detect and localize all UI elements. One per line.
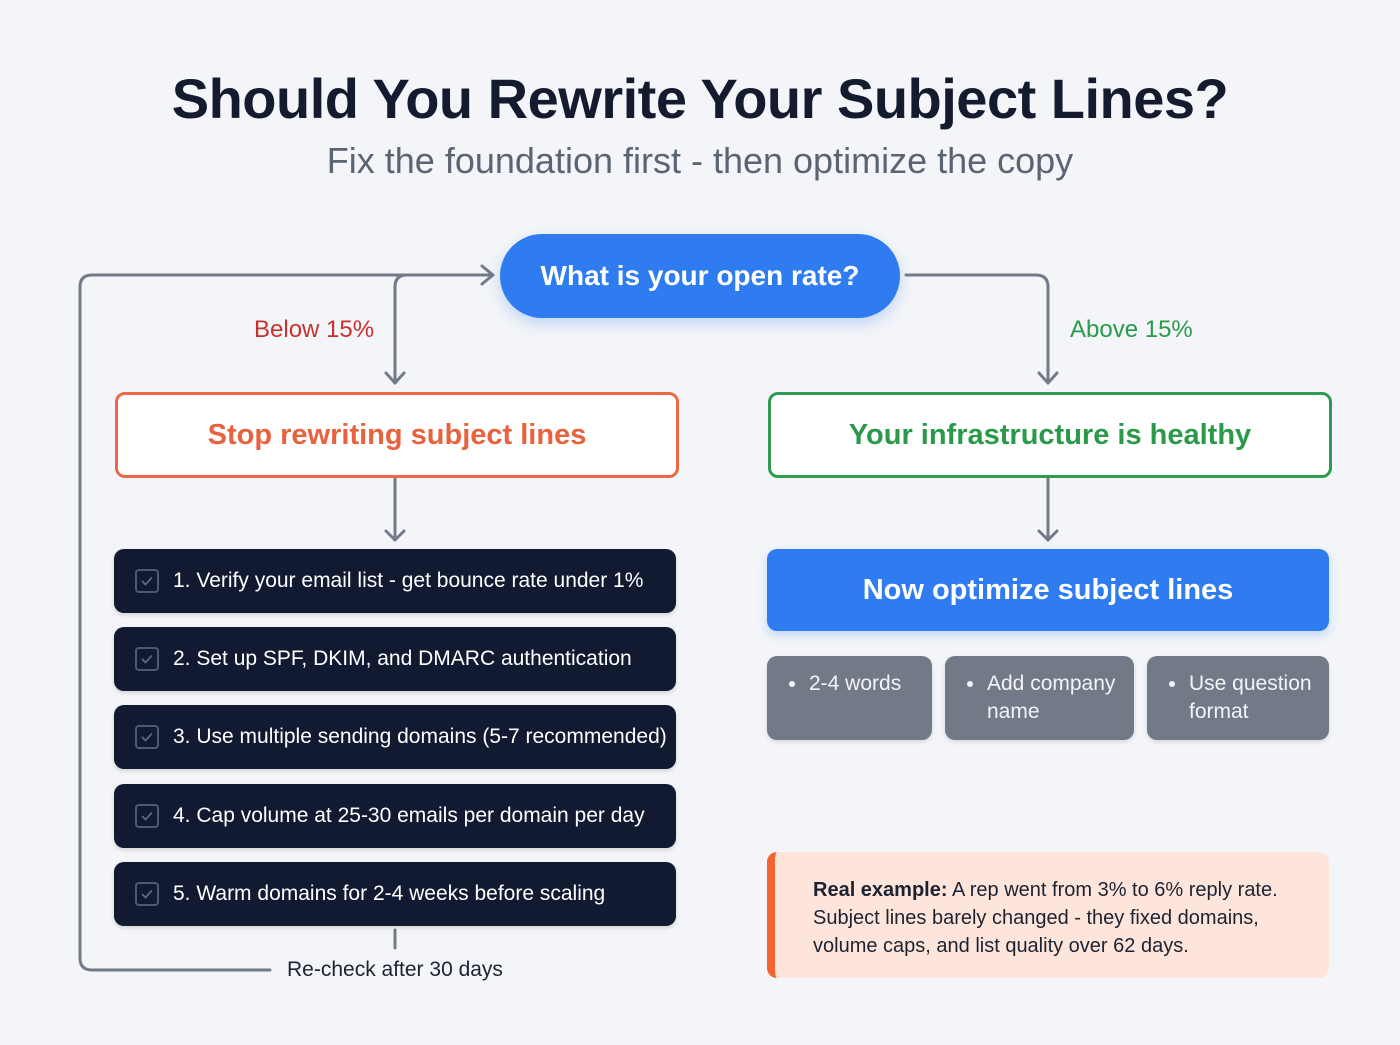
real-example-callout: Real example: A rep went from 3% to 6% r… <box>767 852 1329 978</box>
outcome-infrastructure-healthy: Your infrastructure is healthy <box>768 392 1332 478</box>
step-label: 5. Warm domains for 2-4 weeks before sca… <box>173 882 606 905</box>
page-title: Should You Rewrite Your Subject Lines? <box>171 67 1229 130</box>
bullet-icon <box>967 681 973 687</box>
bullet-icon <box>789 681 795 687</box>
checkbox-icon <box>135 647 159 671</box>
page-subtitle: Fix the foundation first - then optimize… <box>326 140 1074 181</box>
tip-card: Use question format <box>1147 656 1329 740</box>
tip-label: Add company name <box>987 672 1116 723</box>
step-item: 1. Verify your email list - get bounce r… <box>114 549 676 613</box>
step-item: 4. Cap volume at 25-30 emails per domain… <box>114 784 676 848</box>
checkbox-icon <box>135 725 159 749</box>
tip-card: 2-4 words <box>767 656 932 740</box>
loop-label-recheck: Re-check after 30 days <box>287 958 503 981</box>
checkbox-icon <box>135 804 159 828</box>
step-label: 4. Cap volume at 25-30 emails per domain… <box>173 804 645 827</box>
branch-label-above: Above 15% <box>1070 316 1193 343</box>
branch-label-below: Below 15% <box>254 316 375 343</box>
bullet-icon <box>1169 681 1175 687</box>
outcome-stop-rewriting: Stop rewriting subject lines <box>115 392 679 478</box>
action-optimize-subject-lines: Now optimize subject lines <box>767 549 1329 631</box>
tip-label: 2-4 words <box>809 672 902 695</box>
step-label: 3. Use multiple sending domains (5-7 rec… <box>173 725 667 748</box>
checkbox-icon <box>135 569 159 593</box>
tip-card: Add company name <box>945 656 1134 740</box>
example-text: A rep went from 3% to 6% reply rate. Sub… <box>813 879 1278 957</box>
step-item: 3. Use multiple sending domains (5-7 rec… <box>114 705 676 769</box>
step-label: 2. Set up SPF, DKIM, and DMARC authentic… <box>173 647 632 670</box>
example-label: Real example: <box>813 879 948 901</box>
step-item: 5. Warm domains for 2-4 weeks before sca… <box>114 862 676 926</box>
step-label: 1. Verify your email list - get bounce r… <box>173 569 644 592</box>
checkbox-icon <box>135 882 159 906</box>
tip-label: Use question format <box>1189 672 1312 723</box>
step-item: 2. Set up SPF, DKIM, and DMARC authentic… <box>114 627 676 691</box>
decision-node-open-rate: What is your open rate? <box>500 234 900 318</box>
